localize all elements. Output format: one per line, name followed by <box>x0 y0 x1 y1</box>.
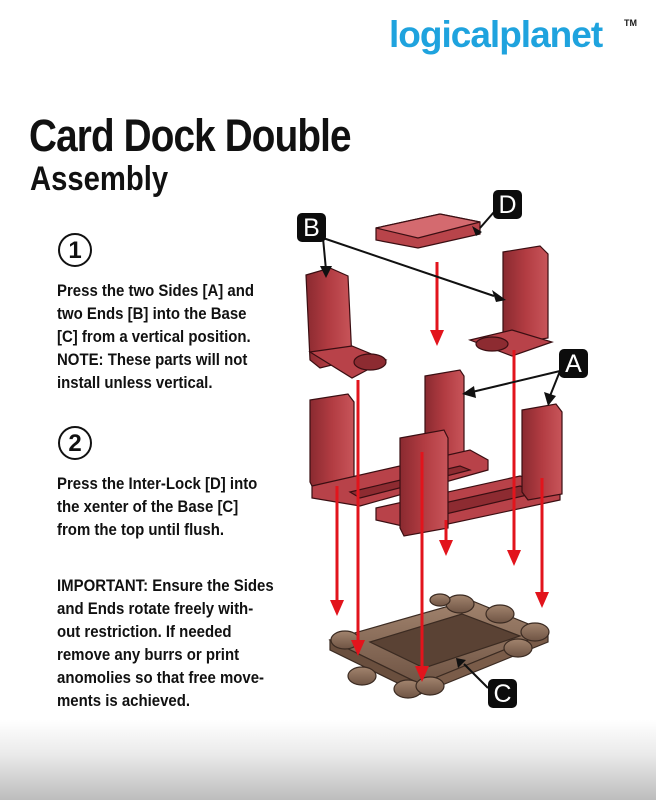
base-part-c <box>328 593 550 699</box>
step-1-line: Press the two Sides [A] and <box>57 281 255 300</box>
trademark-mark: TM <box>624 18 637 28</box>
assembly-arrows <box>330 262 549 682</box>
page-title: Card Dock Double <box>29 110 352 161</box>
important-line: and Ends rotate freely with- <box>57 599 254 618</box>
important-note: IMPORTANT: Ensure the Sides and Ends rot… <box>57 574 274 712</box>
important-line: remove any burrs or print <box>57 645 240 664</box>
side-part-a-right <box>521 403 563 501</box>
step-2-line: the xenter of the Base [C] <box>57 497 239 516</box>
brand-logo: logicalplanet <box>389 14 603 55</box>
interlock-part-d <box>375 213 481 249</box>
side-part-a-left <box>309 393 355 491</box>
bottom-gradient <box>0 720 656 800</box>
step-1-line: two Ends [B] into the Base <box>57 304 247 323</box>
step-2-number: 2 <box>58 426 92 460</box>
side-part-a-front <box>399 429 449 537</box>
leader-lines <box>320 211 561 689</box>
step-1-instructions: Press the two Sides [A] and two Ends [B]… <box>57 279 254 394</box>
step-2-instructions: Press the Inter-Lock [D] into the xenter… <box>57 472 257 541</box>
step-1-number: 1 <box>58 233 92 267</box>
step-1-line: NOTE: These parts will not <box>57 350 248 369</box>
callout-d: D <box>493 190 522 219</box>
end-part-b-left <box>305 267 388 379</box>
important-line: IMPORTANT: Ensure the Sides <box>57 576 274 595</box>
callout-b: B <box>297 213 326 242</box>
step-1-line: install unless vertical. <box>57 373 213 392</box>
callout-c: C <box>488 679 517 708</box>
step-1-line: [C] from a vertical position. <box>57 327 251 346</box>
callout-a: A <box>559 349 588 378</box>
page-subtitle: Assembly <box>30 160 169 198</box>
end-part-b-right <box>467 245 554 357</box>
important-line: ments is achieved. <box>57 691 191 710</box>
important-line: anomolies so that free move- <box>57 668 265 687</box>
step-2-line: Press the Inter-Lock [D] into <box>57 474 258 493</box>
important-line: out restriction. If needed <box>57 622 232 641</box>
step-2-line: from the top until flush. <box>57 520 225 539</box>
